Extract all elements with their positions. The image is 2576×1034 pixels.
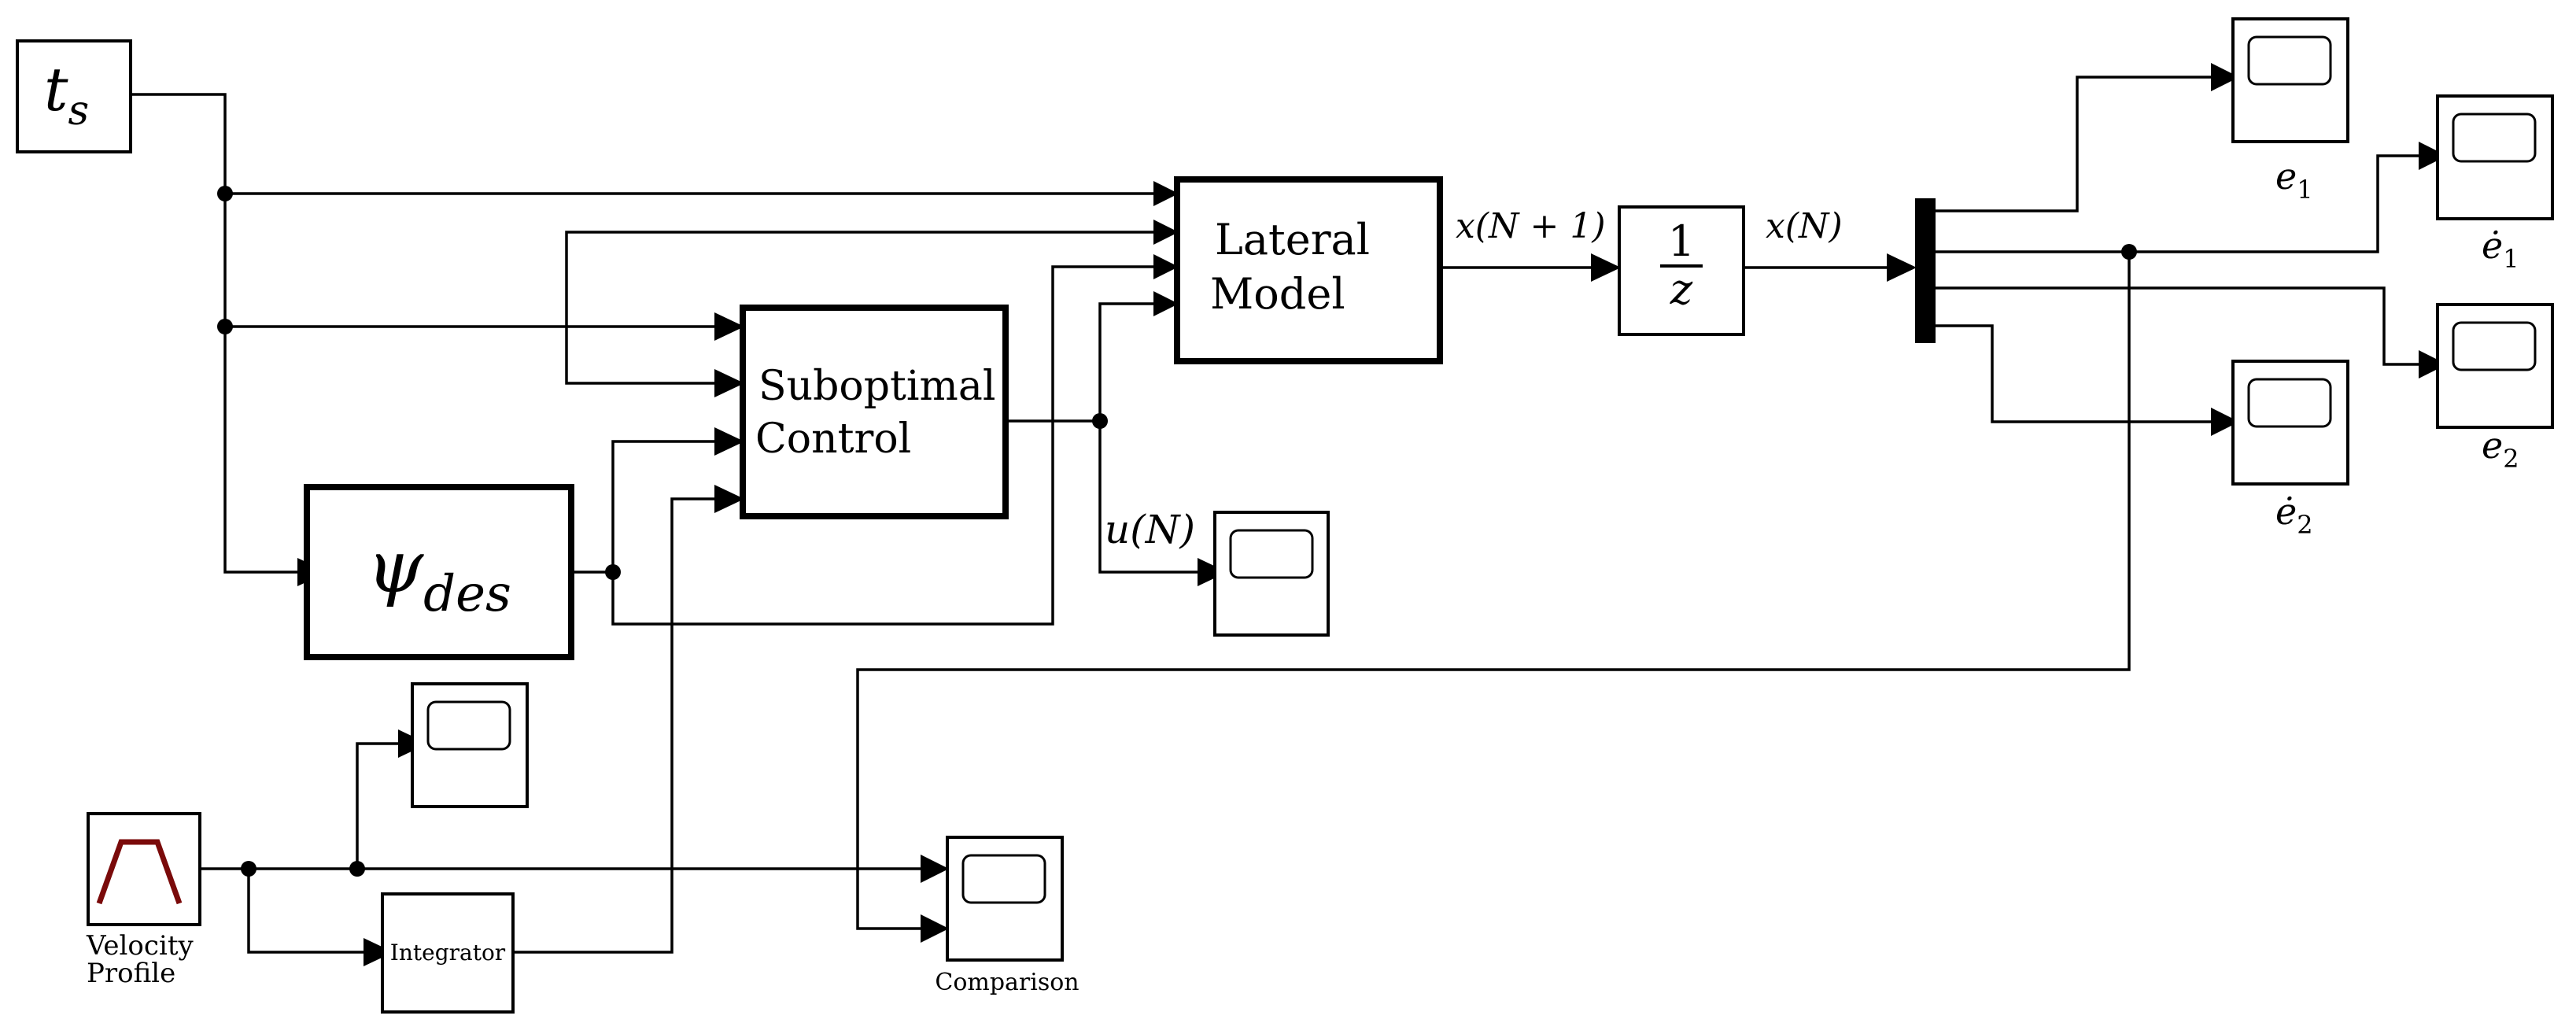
scope-screen-icon (2247, 378, 2332, 428)
wire-feedback-x (565, 231, 1153, 385)
scope-screen-icon (426, 700, 511, 751)
suboptimal-control-block[interactable]: Suboptimal Control (740, 305, 1009, 519)
lateral-model-block[interactable]: Lateral Model (1174, 176, 1443, 364)
scope-screen-icon (2452, 113, 2537, 163)
wire-demux-e1 (1929, 76, 2211, 212)
trapezoid-profile-icon (96, 839, 183, 905)
wire-u-lateral (1098, 302, 1153, 421)
integrator-label: Integrator (390, 940, 506, 966)
scope-e1dot[interactable]: ė1 (2436, 94, 2554, 274)
unit-delay-block[interactable]: 1 z (1618, 205, 1745, 336)
ts-label: ts (44, 54, 89, 135)
wire-u-scope (1098, 421, 1198, 574)
scope-screen-icon (1229, 529, 1314, 579)
wire-ts-trunk (131, 93, 297, 574)
suboptimal-label-line1: Suboptimal (758, 363, 995, 410)
suboptimal-label-line2: Control (755, 415, 911, 463)
delay-denominator: z (1670, 264, 1693, 314)
lateral-label-line2: Model (1210, 269, 1345, 319)
integrator-block[interactable]: Integrator (381, 892, 515, 1014)
velocity-profile-block[interactable]: Velocity Profile (86, 812, 201, 989)
wires (131, 76, 2419, 954)
e2dot-label: ė2 (2275, 490, 2313, 540)
e1-label: e1 (2275, 155, 2313, 205)
scope-screen-icon (961, 854, 1046, 904)
signal-label-x-next: x(N + 1) (1456, 206, 1605, 246)
wire-velocity-scope (356, 742, 398, 869)
wire-psi-suboptimal (611, 440, 714, 572)
comparison-label: Comparison (935, 969, 1079, 996)
e1dot-label: ė1 (2482, 224, 2519, 274)
wire-demux-e2dot (1929, 324, 2211, 423)
signal-label-x-now: x(N) (1766, 206, 1843, 246)
ts-block[interactable]: ts (16, 39, 132, 153)
velocity-label-line2: Profile (87, 958, 175, 989)
scope-e1[interactable]: e1 (2231, 17, 2349, 205)
scope-comparison[interactable]: Comparison (935, 836, 1079, 996)
wire-demux-e1dot (1929, 154, 2419, 253)
wire-integrator-suboptimal (515, 497, 714, 954)
scope-screen-icon (2247, 35, 2332, 86)
wire-demux-e2 (1929, 286, 2419, 366)
e2-label: e2 (2482, 424, 2519, 474)
psi-des-block[interactable]: ψdes (304, 484, 574, 660)
demux-bar[interactable] (1915, 198, 1936, 343)
scope-e2[interactable]: e2 (2436, 303, 2554, 474)
wire-branch-comparison (856, 252, 2131, 930)
scope-u[interactable] (1213, 511, 1330, 637)
scope-velocity[interactable] (411, 682, 529, 808)
psi-des-label: ψdes (367, 525, 511, 623)
scope-e2dot[interactable]: ė2 (2231, 360, 2349, 540)
lateral-label-line1: Lateral (1215, 215, 1370, 264)
delay-numerator: 1 (1668, 216, 1695, 266)
wire-psi-lateral (611, 265, 1153, 626)
signal-label-u-now: u(N) (1105, 507, 1195, 552)
junction-dots (217, 186, 2137, 877)
scope-screen-icon (2452, 321, 2537, 371)
wire-velocity-integrator (247, 869, 364, 954)
velocity-label-line1: Velocity (86, 930, 194, 962)
